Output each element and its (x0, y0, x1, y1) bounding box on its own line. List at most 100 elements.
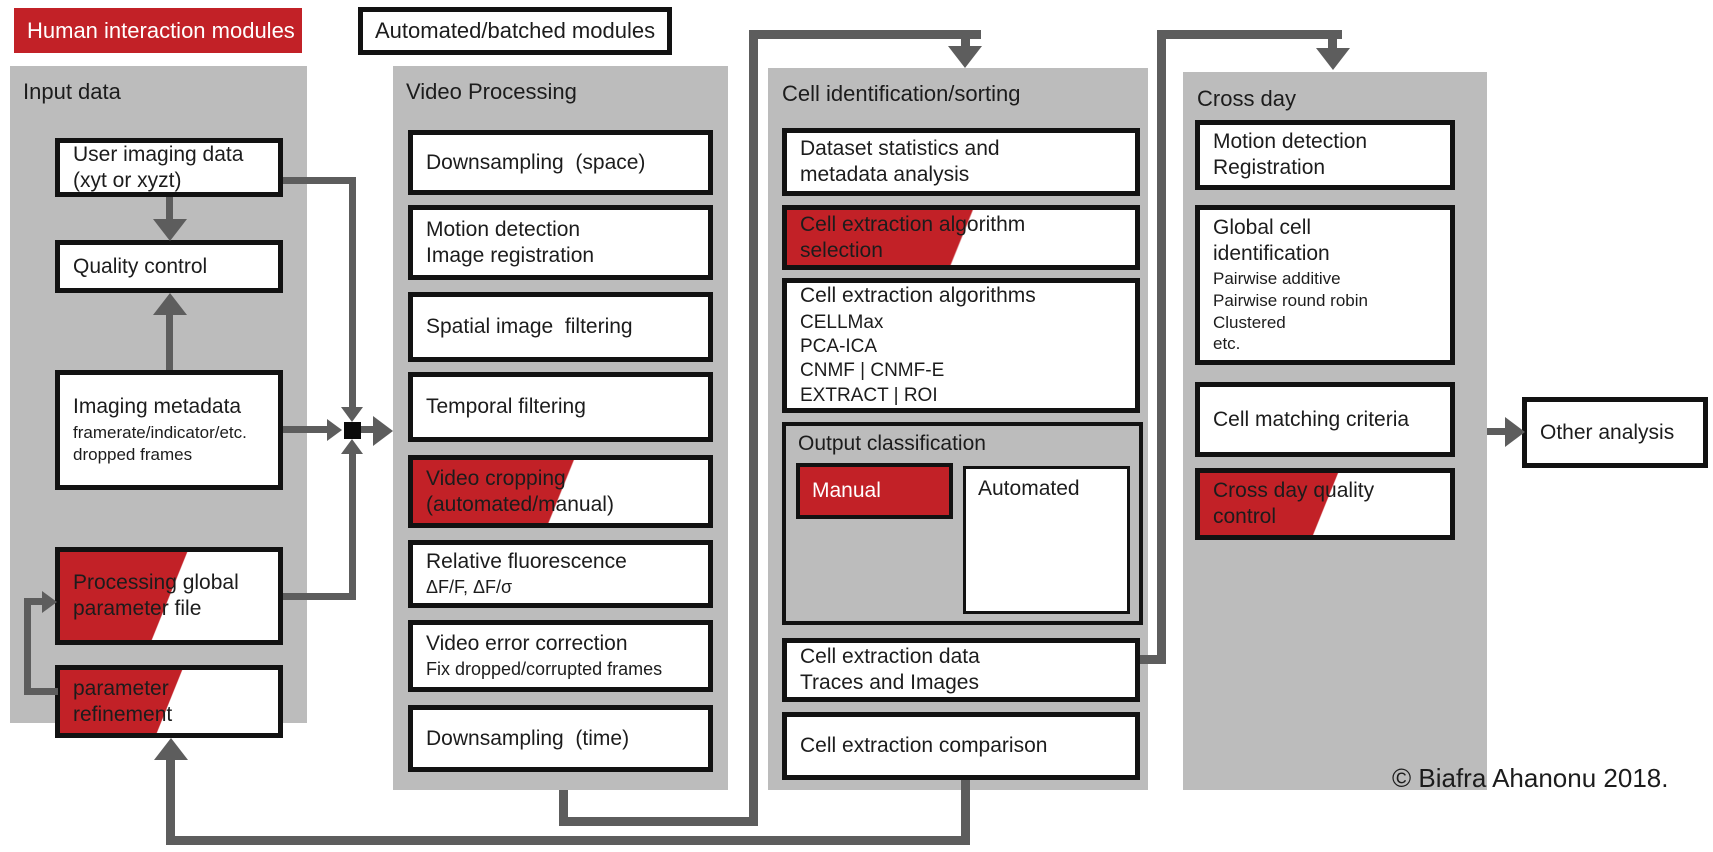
connector-celldata-crossday-h1 (1140, 655, 1166, 664)
connector-vp-cellid-stub (961, 39, 970, 47)
box-processing-global-parameter-file: Processing global parameter file (55, 547, 283, 645)
connector-junction-vp-h (361, 426, 373, 433)
box-cell-matching-criteria-label: Cell matching criteria (1213, 407, 1410, 431)
box-parameter-refinement: parameter refinement (55, 665, 283, 738)
box-video-cropping-label: Video cropping (automated/manual) (426, 466, 614, 516)
connector-refine-loop-v (24, 598, 31, 695)
connector-comparison-refine-h (166, 836, 970, 845)
connector-userdata-junction-h (283, 177, 356, 184)
arrowhead-refine-paramfile (42, 591, 57, 613)
arrowhead-comparison-refine (154, 738, 188, 760)
connector-refine-loop-top (31, 598, 42, 605)
box-cell-extraction-algorithms-label: Cell extraction algorithms (800, 284, 1036, 308)
box-cross-day-quality-control: Cross day quality control (1195, 468, 1455, 540)
arrowhead-metadata-quality (153, 293, 187, 315)
box-imaging-metadata-label: Imaging metadata (73, 395, 242, 419)
box-cell-extraction-algorithms: Cell extraction algorithms CELLMax PCA-I… (782, 278, 1140, 413)
column-title-input-data: Input data (23, 79, 121, 104)
legend-human-label: Human interaction modules (27, 17, 295, 43)
arrowhead-vp-cellid (948, 46, 982, 68)
legend-automated-batched-modules: Automated/batched modules (358, 7, 672, 55)
box-cell-extraction-data-label: Cell extraction data Traces and Images (800, 645, 980, 694)
group-output-classification: Output classification Manual Automated (782, 422, 1143, 625)
connector-comparison-refine-v2 (166, 758, 175, 845)
connector-paramfile-junction-h (283, 593, 356, 600)
connector-vp-cellid-h2 (749, 30, 981, 39)
box-imaging-metadata-sublabel: framerate/indicator/etc. dropped frames (73, 423, 247, 464)
box-relative-fluorescence-sublabel: ΔF/F, ΔF/σ (426, 577, 513, 598)
box-global-cell-identification-label: Global cell identification (1213, 215, 1330, 265)
arrowhead-crossday-other (1505, 417, 1525, 447)
connector-userdata-quality-line (166, 197, 173, 219)
box-spatial-image-filtering-label: Spatial image filtering (426, 315, 633, 339)
copyright-text: © Biafra Ahanonu 2018. (1392, 763, 1669, 793)
box-cell-extraction-algorithm-selection-label: Cell extraction algorithm selection (800, 212, 1026, 262)
box-cell-extraction-algorithms-list: CELLMax PCA-ICA CNMF | CNMF-E EXTRACT | … (800, 311, 945, 406)
connector-vp-cellid-h1 (559, 817, 758, 826)
column-title-cell-identification: Cell identification/sorting (782, 81, 1021, 106)
box-video-error-correction-label: Video error correction (426, 631, 628, 655)
box-temporal-filtering: Temporal filtering (408, 372, 713, 442)
connector-comparison-refine-v1 (961, 780, 970, 845)
column-title-video-processing: Video Processing (406, 79, 577, 104)
box-other-analysis-label: Other analysis (1540, 420, 1675, 444)
box-quality-control: Quality control (55, 240, 283, 293)
box-relative-fluorescence-label: Relative fluorescence (426, 549, 627, 573)
connector-metadata-junction-h (283, 426, 327, 433)
box-temporal-filtering-label: Temporal filtering (426, 395, 586, 419)
box-spatial-image-filtering: Spatial image filtering (408, 292, 713, 362)
connector-refine-loop-bottom (27, 688, 58, 695)
arrowhead-junction-vp (373, 416, 393, 446)
arrowhead-metadata-junction (327, 419, 342, 441)
box-quality-control-label: Quality control (73, 254, 208, 278)
junction-node (344, 422, 361, 439)
box-video-error-correction-sublabel: Fix dropped/corrupted frames (426, 659, 663, 680)
box-cross-day-quality-control-label: Cross day quality control (1213, 479, 1375, 528)
box-downsampling-space: Downsampling (space) (408, 130, 713, 195)
box-cell-extraction-algorithm-selection: Cell extraction algorithm selection (782, 205, 1140, 270)
box-crossday-motion-detection-label: Motion detection Registration (1213, 130, 1368, 179)
box-automated-classification-label: Automated (978, 477, 1080, 500)
box-cell-extraction-comparison: Cell extraction comparison (782, 712, 1140, 780)
box-manual-classification: Manual (796, 463, 953, 519)
box-relative-fluorescence: Relative fluorescence ΔF/F, ΔF/σ (408, 540, 713, 608)
arrowhead-userdata-quality (153, 219, 187, 241)
box-crossday-motion-detection: Motion detection Registration (1195, 120, 1455, 190)
column-title-cross-day: Cross day (1197, 86, 1297, 111)
box-dataset-statistics-label: Dataset statistics and metadata analysis (800, 137, 1000, 186)
box-user-imaging-data: User imaging data (xyt or xyzt) (55, 138, 283, 197)
box-global-cell-identification-sublabel: Pairwise additive Pairwise round robin C… (1213, 269, 1368, 354)
box-motion-detection-registration-label: Motion detection Image registration (426, 217, 595, 267)
box-parameter-refinement-label: parameter refinement (73, 676, 173, 726)
connector-userdata-junction-v (349, 177, 356, 407)
connector-metadata-quality-line (166, 315, 173, 370)
connector-vp-cellid-v2 (749, 30, 758, 826)
box-video-cropping: Video cropping (automated/manual) (408, 455, 713, 528)
box-downsampling-time-label: Downsampling (time) (426, 726, 630, 750)
box-video-error-correction: Video error correction Fix dropped/corru… (408, 620, 713, 692)
box-downsampling-space-label: Downsampling (space) (426, 150, 646, 174)
box-automated-classification: Automated (963, 466, 1130, 614)
connector-vp-cellid-v1 (559, 790, 568, 819)
box-other-analysis: Other analysis (1522, 397, 1708, 468)
connector-celldata-crossday-stub (1328, 39, 1337, 48)
arrowhead-celldata-crossday (1316, 48, 1350, 70)
arrowhead-paramfile-junction (341, 439, 363, 454)
box-manual-classification-label: Manual (812, 479, 881, 502)
box-cell-extraction-data: Cell extraction data Traces and Images (782, 638, 1140, 702)
box-cell-extraction-comparison-label: Cell extraction comparison (800, 734, 1048, 758)
box-motion-detection-registration: Motion detection Image registration (408, 205, 713, 280)
box-user-imaging-data-label: User imaging data (xyt or xyzt) (73, 142, 244, 192)
box-downsampling-time: Downsampling (time) (408, 705, 713, 772)
box-processing-global-parameter-file-label: Processing global parameter file (73, 571, 239, 620)
connector-crossday-other-h (1487, 428, 1505, 435)
legend-automated-label: Automated/batched modules (375, 18, 656, 43)
box-cell-matching-criteria: Cell matching criteria (1195, 382, 1455, 457)
connector-celldata-crossday-h2 (1157, 30, 1342, 39)
box-dataset-statistics: Dataset statistics and metadata analysis (782, 128, 1140, 196)
legend-human-interaction-modules: Human interaction modules (14, 8, 302, 53)
box-imaging-metadata: Imaging metadata framerate/indicator/etc… (55, 370, 283, 490)
connector-celldata-crossday-v (1157, 30, 1166, 664)
box-global-cell-identification: Global cell identification Pairwise addi… (1195, 205, 1455, 365)
